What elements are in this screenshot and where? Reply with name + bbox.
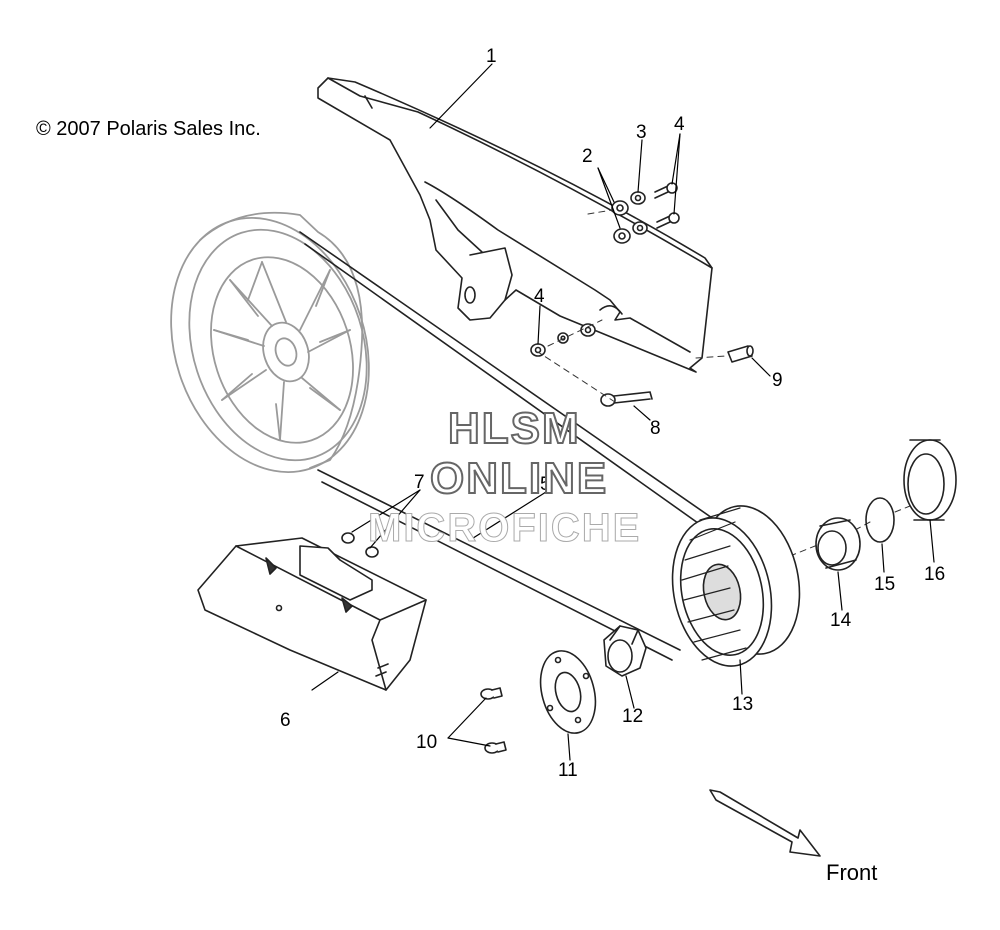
callout-9: 9 — [772, 370, 783, 391]
callout-1: 1 — [486, 46, 497, 67]
callout-labels: 1 2 3 4 4 5 6 7 8 9 10 11 12 13 14 15 16 — [280, 46, 945, 781]
lock-washer — [539, 650, 597, 734]
callout-16: 16 — [924, 564, 945, 585]
callout-7: 7 — [414, 472, 425, 493]
copyright-text: © 2007 Polaris Sales Inc. — [36, 118, 261, 140]
front-arrow-icon — [709, 789, 821, 857]
upper-belt-guard — [317, 77, 713, 373]
screws — [480, 687, 507, 754]
rear-wheel-pulley — [170, 211, 370, 473]
callout-3: 3 — [636, 122, 647, 143]
watermark-line-2: ONLINE — [429, 453, 609, 504]
watermark-line-1: HLSM — [447, 403, 581, 454]
callout-15: 15 — [874, 574, 895, 595]
axle-nut — [603, 625, 647, 677]
callout-8: 8 — [650, 418, 661, 439]
callout-6: 6 — [280, 710, 291, 731]
drive-belt — [299, 231, 716, 661]
watermark-line-3: MICROFICHE — [367, 506, 642, 551]
snap-ring — [865, 497, 895, 543]
seal — [903, 439, 957, 521]
spacer-ring — [815, 517, 861, 571]
callout-12: 12 — [622, 706, 643, 727]
leader-lines — [311, 63, 935, 761]
drive-sprocket — [671, 505, 801, 667]
callout-4-upper: 4 — [674, 114, 685, 135]
guard-hardware — [530, 182, 754, 407]
callout-11: 11 — [558, 760, 578, 781]
callout-5: 5 — [540, 474, 551, 495]
front-direction-label: Front — [826, 860, 878, 885]
lower-belt-guard — [197, 532, 427, 691]
callout-2: 2 — [582, 146, 593, 167]
callout-14: 14 — [830, 610, 852, 631]
callout-4-lower: 4 — [534, 286, 545, 307]
callout-13: 13 — [732, 694, 753, 715]
callout-10: 10 — [416, 732, 437, 753]
